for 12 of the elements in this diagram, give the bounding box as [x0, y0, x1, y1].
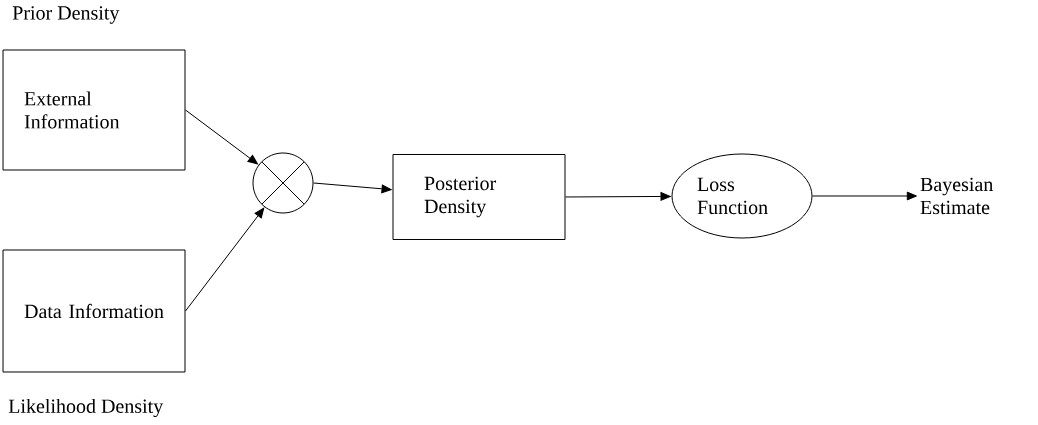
caption-text: Likelihood Density: [8, 398, 164, 418]
arrow: [185, 207, 265, 312]
arrow: [565, 192, 671, 201]
caption-text: Prior Density: [12, 6, 120, 24]
arrow: [313, 182, 392, 194]
arrow: [185, 109, 259, 165]
process-box: Posterior Density: [392, 154, 566, 240]
arrow: [812, 191, 917, 201]
information-box: External Information: [2, 49, 186, 171]
information-box: Data Information: [2, 249, 186, 373]
output-text: Bayesian Estimate: [920, 177, 993, 215]
multiplier-circle: [252, 152, 314, 214]
